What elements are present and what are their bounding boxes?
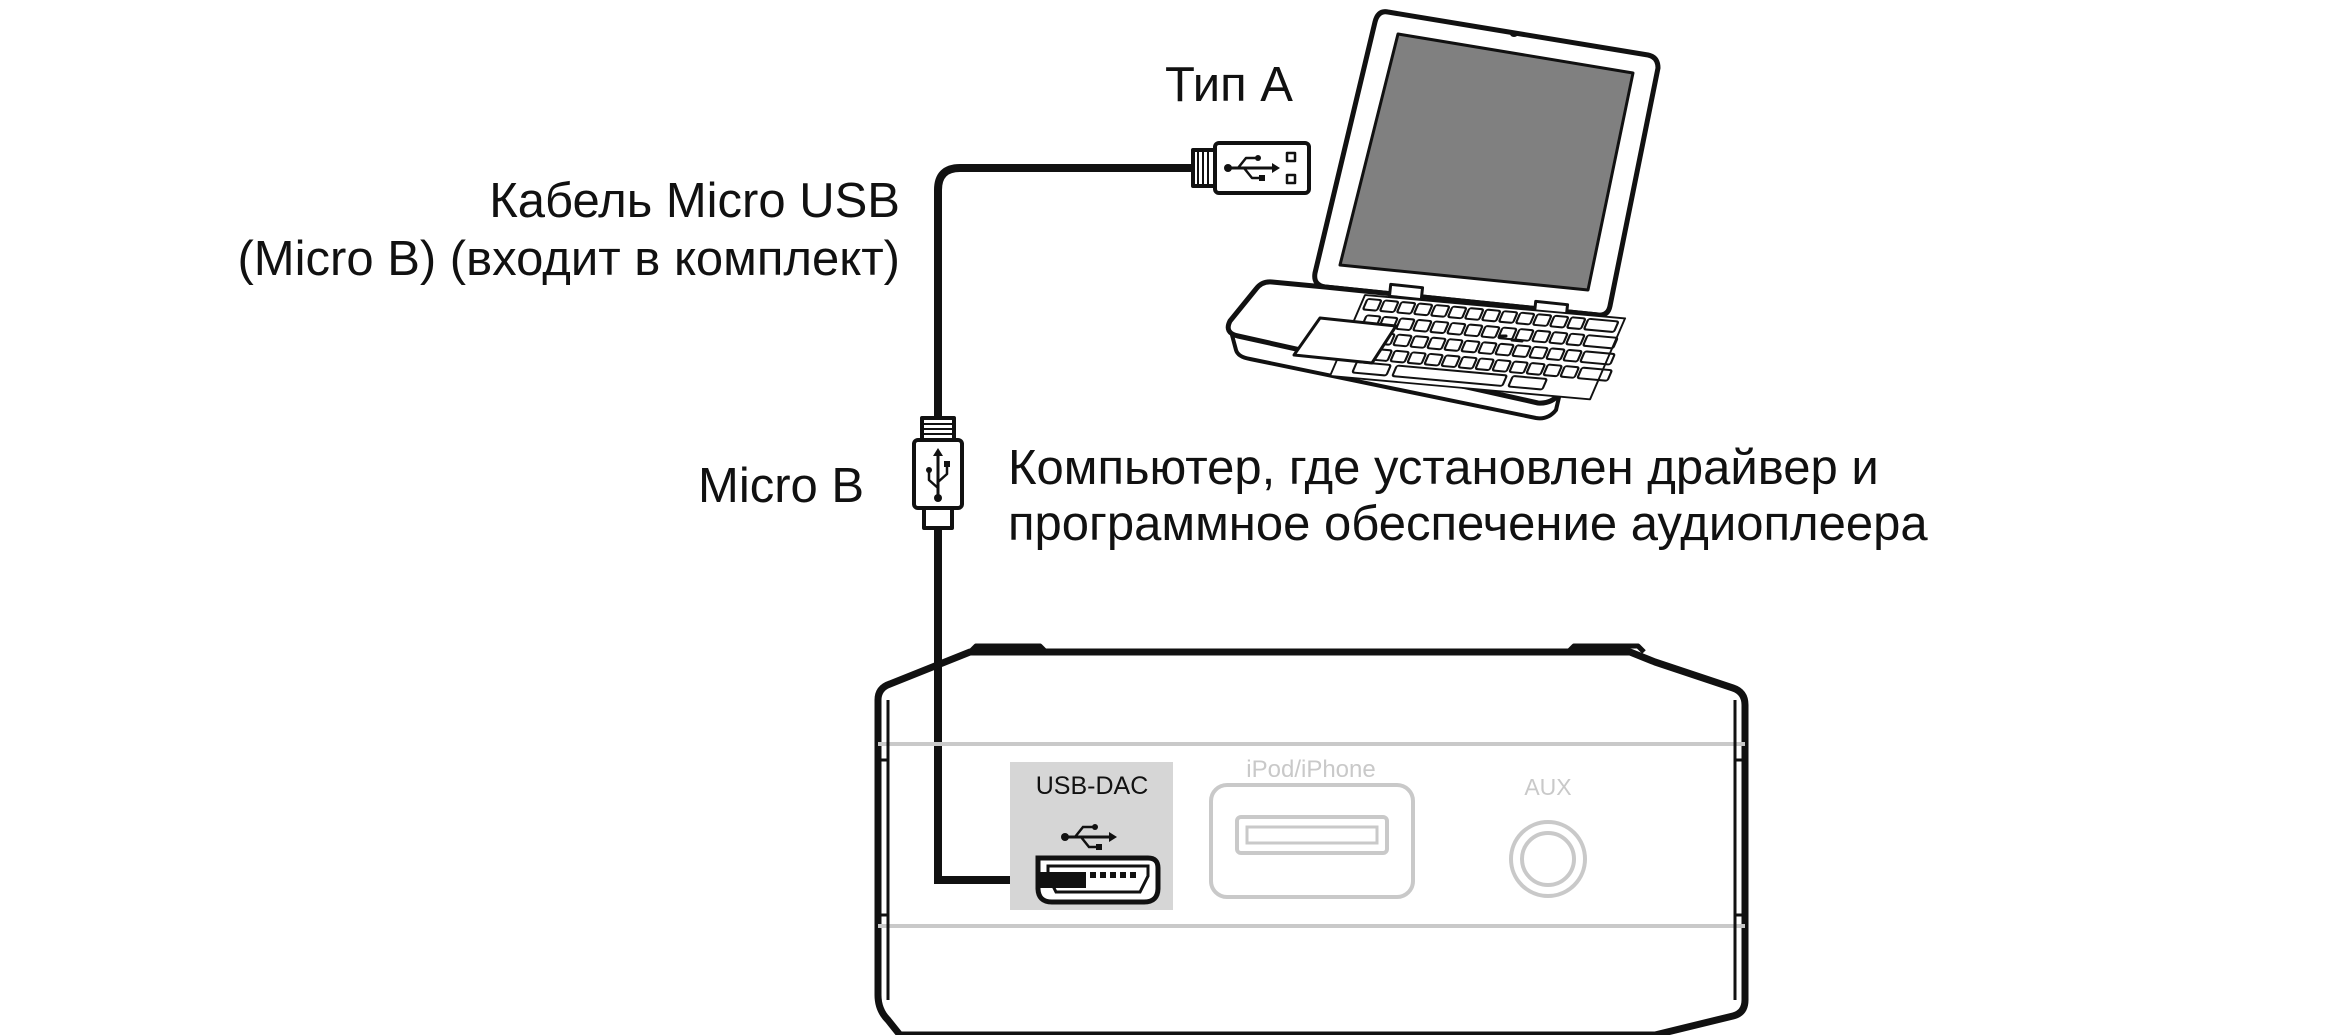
usb-icon <box>1061 824 1117 850</box>
laptop-screen <box>1338 32 1635 292</box>
computer-label-line1: Компьютер, где установлен драйвер и <box>1008 441 1879 495</box>
cable-label-line2: (Micro B) (входит в комплект) <box>237 232 900 286</box>
webcam-icon <box>1510 31 1518 37</box>
type-a-label: Тип A <box>1165 58 1293 112</box>
usb-icon <box>926 448 950 502</box>
micro-b-plug-tip <box>1040 872 1086 888</box>
ipod-iphone-port <box>1209 783 1415 899</box>
micro-b-connector <box>912 416 964 530</box>
computer-label-line2: программное обеспечение аудиоплеера <box>1008 497 1928 551</box>
aux-label: AUX <box>1524 774 1572 800</box>
laptop-icon <box>1225 9 1661 421</box>
usb-cable-lower <box>934 528 1040 884</box>
computer-label: Компьютер, где установлен драйвер и прог… <box>1008 440 1928 552</box>
usb-dac-label: USB-DAC <box>1035 772 1149 800</box>
ipod-iphone-label: iPod/iPhone <box>1246 756 1376 783</box>
cable-label: Кабель Micro USB (Micro B) (входит в ком… <box>237 172 900 288</box>
aux-jack <box>1509 820 1587 898</box>
type-a-connector <box>1191 141 1311 195</box>
usb-dac-port <box>1010 762 1173 910</box>
cable-label-line1: Кабель Micro USB <box>489 174 900 228</box>
touchpad-icon <box>1292 316 1398 365</box>
usb-cable <box>934 164 1193 420</box>
micro-b-label: Micro B <box>698 459 865 513</box>
audio-device <box>874 643 1749 1035</box>
usb-icon <box>1224 155 1280 181</box>
